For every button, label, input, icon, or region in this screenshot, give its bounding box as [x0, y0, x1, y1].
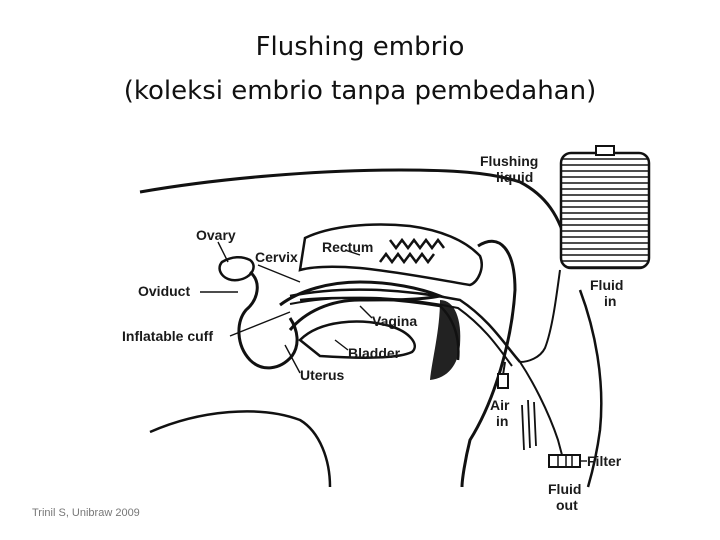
leg-outline — [149, 410, 332, 488]
slide-subtitle: (koleksi embrio tanpa pembedahan) — [123, 76, 597, 106]
clamp-lines — [521, 399, 537, 451]
label-oviduct: Oviduct — [138, 283, 190, 299]
filter-detail — [557, 455, 573, 467]
label-flushing: Flushing — [480, 153, 538, 169]
air-valve — [497, 373, 509, 389]
label-cervix: Cervix — [255, 249, 298, 265]
slide-title: Flushing embrio — [255, 32, 465, 62]
leader-bladder — [334, 339, 349, 351]
label-inflatable-cuff: Inflatable cuff — [122, 328, 213, 344]
leader-vagina — [359, 305, 373, 319]
leader-ovary — [217, 241, 229, 263]
label-vagina: Vagina — [372, 313, 417, 329]
rectum — [298, 223, 483, 287]
label-uterus: Uterus — [300, 367, 345, 383]
label-liquid: liquid — [496, 169, 533, 185]
leader-uterus — [284, 344, 301, 374]
label-fluid-out-1: Fluid — [548, 481, 581, 497]
body-outline — [139, 168, 570, 251]
leader-rectum — [344, 249, 361, 256]
catheter-2 — [289, 296, 513, 367]
label-air: Air — [490, 397, 510, 413]
label-fluid-out-2: out — [556, 497, 578, 513]
rectum-folds — [379, 237, 445, 265]
footer-credit: Trinil S, Unibraw 2009 — [32, 507, 140, 519]
flushing-bag-cap — [595, 145, 615, 156]
leader-cuff — [229, 311, 291, 337]
air-in-tube — [502, 361, 506, 376]
label-rectum: Rectum — [322, 239, 373, 255]
label-fluid-in-1: Fluid — [590, 277, 623, 293]
label-fluid-in-2: in — [604, 293, 616, 309]
dark-tissue — [430, 300, 461, 380]
catheter — [289, 288, 521, 363]
bladder — [298, 320, 416, 360]
flushing-bag — [559, 151, 651, 270]
fluid-out-tube — [519, 361, 563, 456]
oviduct — [237, 270, 299, 370]
label-bladder: Bladder — [348, 345, 401, 361]
label-filter: Filter — [587, 453, 622, 469]
label-ovary: Ovary — [196, 227, 236, 243]
filter-device — [548, 454, 581, 468]
leader-cervix — [257, 264, 301, 283]
hindquarter-outline-2 — [578, 289, 603, 488]
ovary — [218, 256, 255, 282]
label-air-in: in — [496, 413, 508, 429]
fluid-in-tube — [519, 269, 561, 363]
